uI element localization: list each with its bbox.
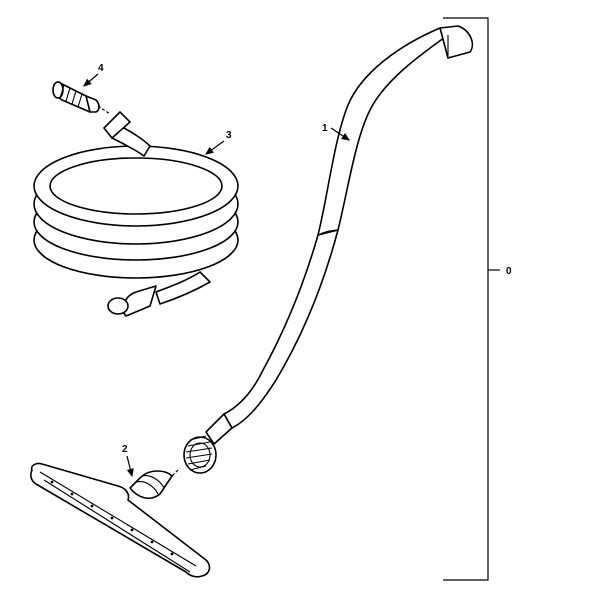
- callout-1: 1: [322, 123, 328, 134]
- wand-tube: [205, 25, 474, 445]
- callout-4: 4: [98, 63, 104, 74]
- coiled-hose: [33, 111, 239, 317]
- callout-3: 3: [226, 130, 232, 141]
- threaded-collar: [171, 435, 217, 477]
- floor-nozzle: [30, 462, 211, 578]
- leader-4: [83, 73, 99, 87]
- threaded-adapter: [52, 81, 111, 115]
- callout-0: 0: [506, 266, 512, 277]
- assembly-bracket: [443, 17, 500, 581]
- callout-2: 2: [122, 444, 128, 455]
- leader-2: [126, 455, 134, 478]
- leader-3: [205, 140, 225, 155]
- leader-1: [330, 127, 350, 141]
- nozzle-squeegee-dots: [50, 480, 174, 556]
